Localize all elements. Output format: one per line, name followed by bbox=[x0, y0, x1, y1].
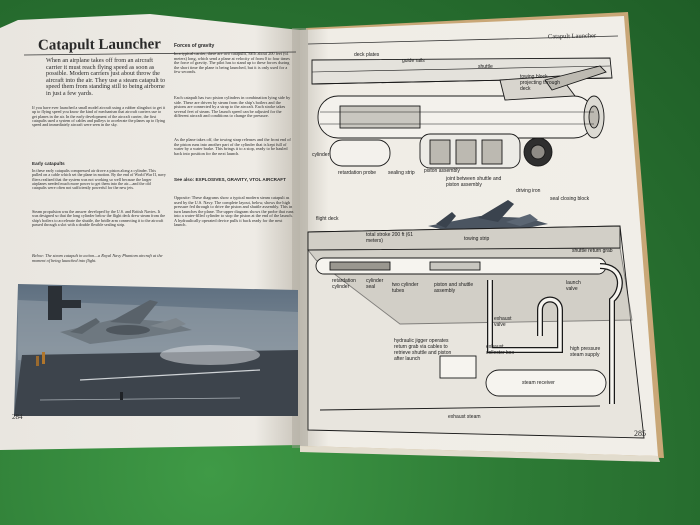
label-piston-assembly: piston assembly bbox=[424, 168, 460, 174]
label-joint: joint between shuttle and piston assembl… bbox=[446, 176, 502, 188]
label-exhaust-steam: exhaust steam bbox=[448, 414, 481, 420]
label-cylinder-seal: cylinder seal bbox=[366, 278, 384, 290]
label-launch-valve: launch valve bbox=[566, 280, 581, 292]
label-shuttle-return-grab: shuttle return grab bbox=[572, 248, 613, 254]
intro-paragraph: When an airplane takes off from an aircr… bbox=[46, 57, 166, 97]
label-guide-rails: guide rails bbox=[402, 58, 425, 64]
early-catapults-heading: Early catapults bbox=[32, 161, 65, 166]
label-shuttle: shuttle bbox=[478, 64, 493, 70]
label-cylinder: cylinder bbox=[312, 152, 330, 158]
forces-heading: Forces of gravity bbox=[174, 43, 215, 49]
label-exhaust-valve: exhaust valve bbox=[494, 316, 512, 328]
label-piston-shuttle: piston and shuttle assembly bbox=[434, 282, 474, 294]
label-seal-closing-block: seal closing block bbox=[550, 196, 590, 202]
left-col2-paragraph-3: As the plane takes off, the towing strap… bbox=[174, 137, 291, 156]
label-deck-plates: deck plates bbox=[354, 52, 380, 58]
label-driving-iron: driving iron bbox=[516, 188, 541, 194]
see-also: See also: EXPLOSIVES, GRAVITY, VTOL AIRC… bbox=[174, 177, 286, 182]
phantom-launch-photo bbox=[14, 284, 298, 416]
label-high-pressure: high pressure steam supply bbox=[570, 346, 601, 358]
right-page-number: 285 bbox=[634, 429, 646, 438]
label-towing-strip: towing strip bbox=[464, 236, 490, 242]
label-flight-deck: flight deck bbox=[316, 216, 339, 222]
page-title: Catapult Launcher bbox=[37, 36, 162, 54]
catapult-cutaway-diagram bbox=[311, 57, 613, 169]
label-steam-receiver: steam receiver bbox=[522, 380, 555, 386]
label-hydraulic-jigger: hydraulic jigger operates return grab vi… bbox=[394, 338, 452, 362]
left-page-number: 284 bbox=[12, 413, 23, 421]
page-edges bbox=[300, 446, 660, 462]
label-retardation-probe: retardation probe bbox=[338, 170, 377, 176]
photo-caption: Below: The steam catapult in action—a Ro… bbox=[32, 253, 163, 263]
left-col1-paragraph-2: If you have ever launched a small model … bbox=[32, 105, 166, 128]
label-exhaust-collector: exhaust collector box bbox=[486, 344, 515, 356]
label-total-stroke: total stroke 200 ft (61 meters) bbox=[366, 232, 413, 244]
left-col2-paragraph-2: Each catapult has two piston cylinders i… bbox=[174, 95, 291, 118]
opposite-caption: Opposite: These diagrams show a typical … bbox=[174, 195, 294, 227]
label-towing-block: towing block projecting through deck bbox=[520, 74, 561, 92]
early-catapults-text: In these early catapults compressed air … bbox=[32, 168, 166, 191]
running-head: Catapult Launcher bbox=[547, 32, 597, 41]
steam-propulsion-text: Steam propulsion was the answer develope… bbox=[32, 209, 166, 227]
label-sealing-strip: sealing strip bbox=[388, 170, 415, 176]
catapult-layout-diagram bbox=[307, 225, 645, 439]
label-two-cylinder-tubes: two cylinder tubes bbox=[392, 282, 419, 294]
label-retardation-cylinder: retardation cylinder bbox=[332, 278, 356, 290]
forces-text: In a typical carrier, there are two cata… bbox=[174, 51, 290, 74]
